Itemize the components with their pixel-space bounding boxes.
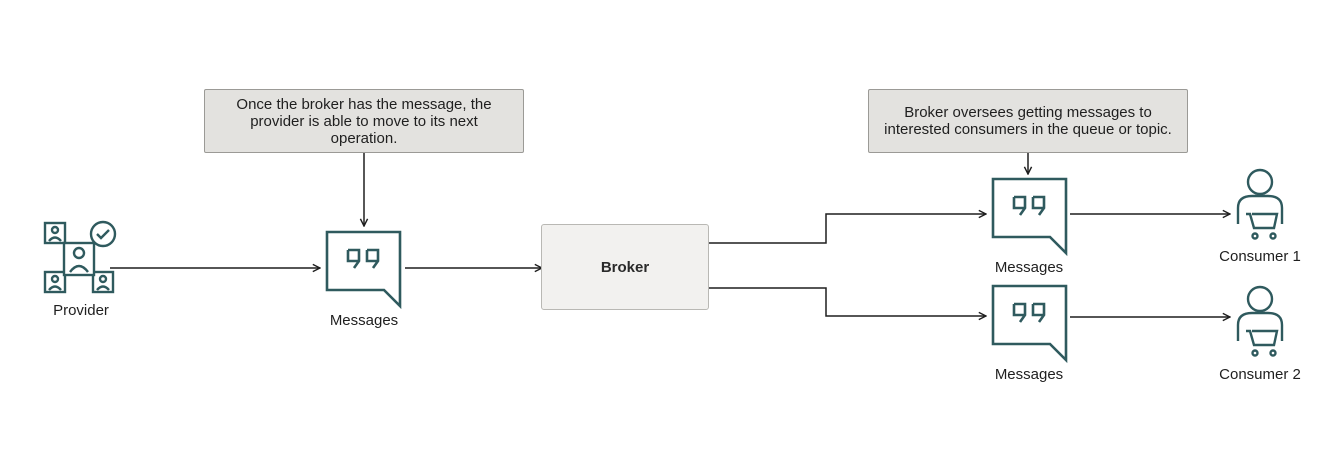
consumer-1-label: Consumer 1	[1219, 248, 1301, 265]
broker-node: Broker	[541, 224, 709, 310]
broker-label: Broker	[600, 258, 650, 276]
arrow-broker-to-messages-1	[709, 214, 986, 244]
messages-2-label: Messages	[994, 366, 1064, 383]
messages-1-label: Messages	[994, 259, 1064, 276]
provider-callout: Once the broker has the message, the pro…	[204, 89, 524, 153]
provider-callout-text: Once the broker has the message, the pro…	[236, 95, 492, 147]
broker-callout: Broker oversees getting messages to inte…	[868, 89, 1188, 153]
message-quote-icon	[325, 230, 402, 310]
provider-group-icon	[43, 220, 117, 294]
consumer-2-label: Consumer 2	[1219, 366, 1301, 383]
message-quote-icon	[991, 177, 1068, 257]
arrow-broker-to-messages-2	[709, 287, 986, 316]
broker-callout-text: Broker oversees getting messages to inte…	[884, 104, 1172, 138]
consumer-cart-icon	[1236, 168, 1284, 240]
message-quote-icon	[991, 284, 1068, 364]
provider-label: Provider	[53, 302, 109, 319]
consumer-cart-icon	[1236, 285, 1284, 357]
messages-label: Messages	[329, 312, 399, 329]
